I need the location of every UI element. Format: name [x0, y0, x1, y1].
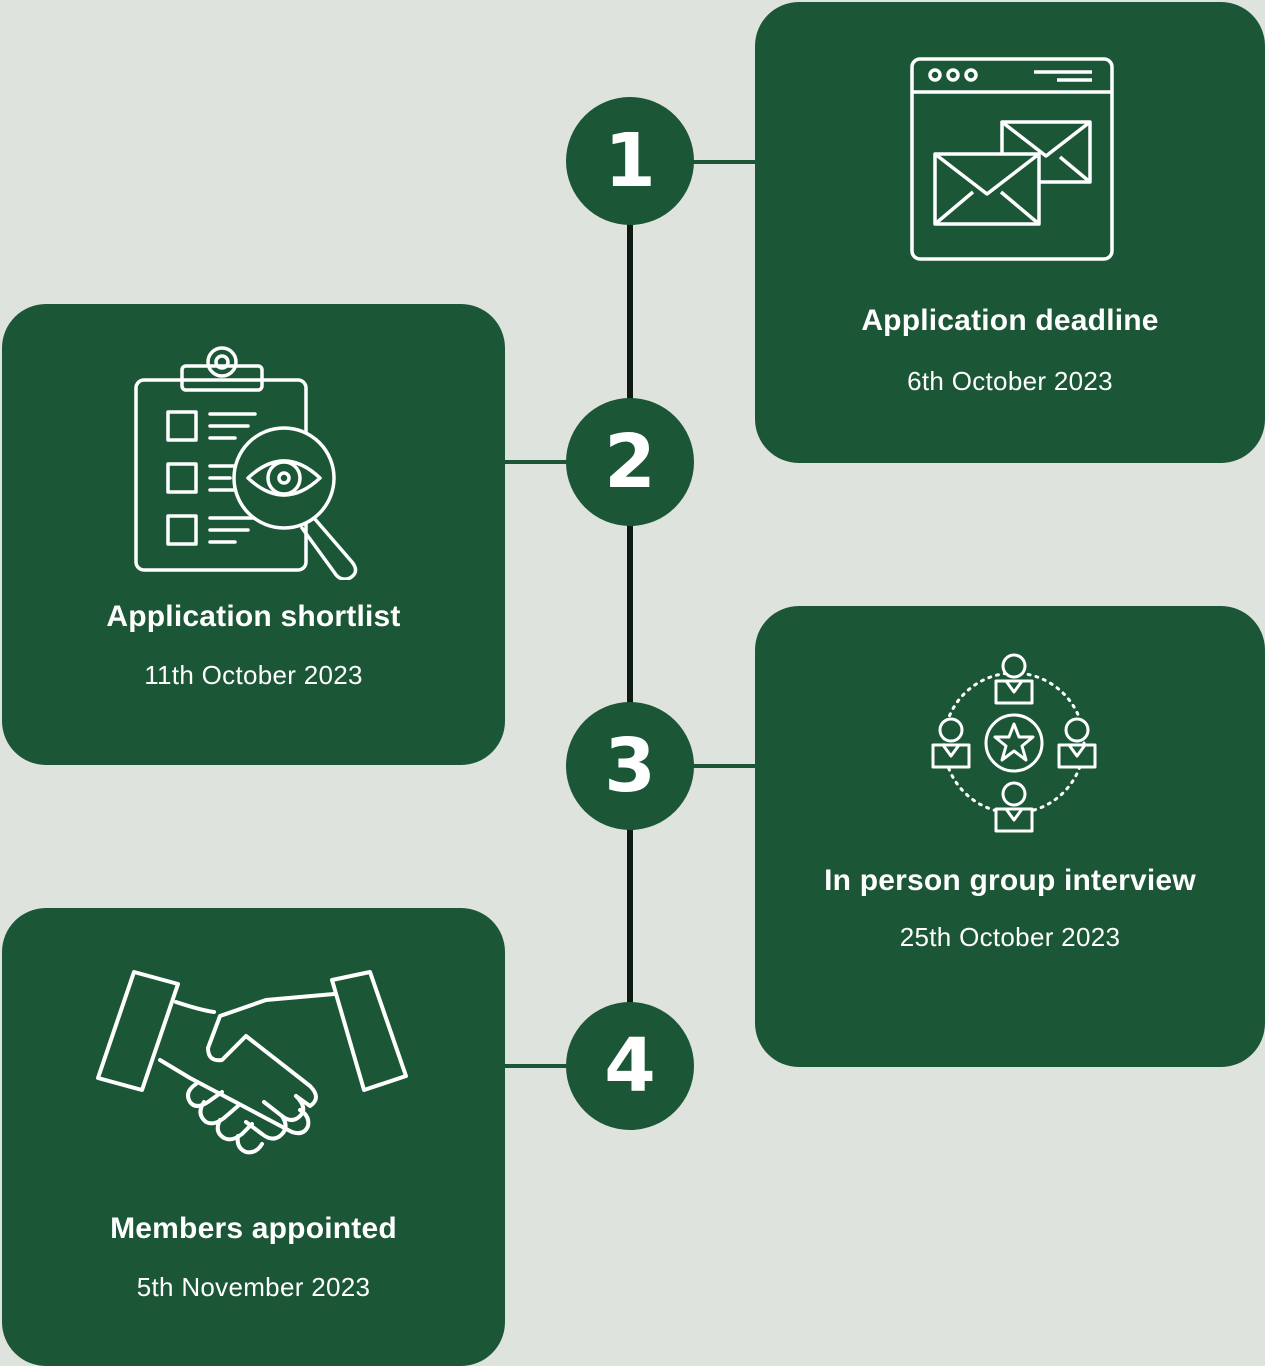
step-title-4: Members appointed: [110, 1212, 397, 1245]
step-date-1: 6th October 2023: [907, 366, 1113, 396]
step-card-3: In person group interview 25th October 2…: [755, 606, 1265, 1067]
step-number-4: 4: [566, 1002, 694, 1130]
step-card-1: Application deadline 6th October 2023: [755, 2, 1265, 463]
step-date-4: 5th November 2023: [136, 1272, 371, 1302]
step-title-1: Application deadline: [861, 304, 1159, 337]
clipboard-review-icon: [134, 346, 358, 580]
step-card-2: Application shortlist 11th October 2023: [2, 304, 505, 765]
connector-step-2: [500, 460, 570, 464]
step-number-3: 3: [566, 702, 694, 830]
browser-envelopes-icon: [910, 57, 1114, 261]
step-number-1: 1: [566, 97, 694, 225]
step-number-2: 2: [566, 398, 694, 526]
step-card-4: Members appointed 5th November 2023: [2, 908, 505, 1366]
handshake-icon: [96, 970, 408, 1155]
group-interview-icon: [931, 653, 1097, 833]
connector-step-4: [500, 1064, 570, 1068]
connector-step-3: [690, 764, 760, 768]
step-date-2: 11th October 2023: [144, 660, 363, 690]
step-title-2: Application shortlist: [106, 600, 401, 633]
connector-step-1: [690, 160, 760, 164]
timeline-spine: [627, 160, 633, 1065]
step-title-3: In person group interview: [824, 864, 1196, 897]
step-date-3: 25th October 2023: [899, 922, 1121, 952]
